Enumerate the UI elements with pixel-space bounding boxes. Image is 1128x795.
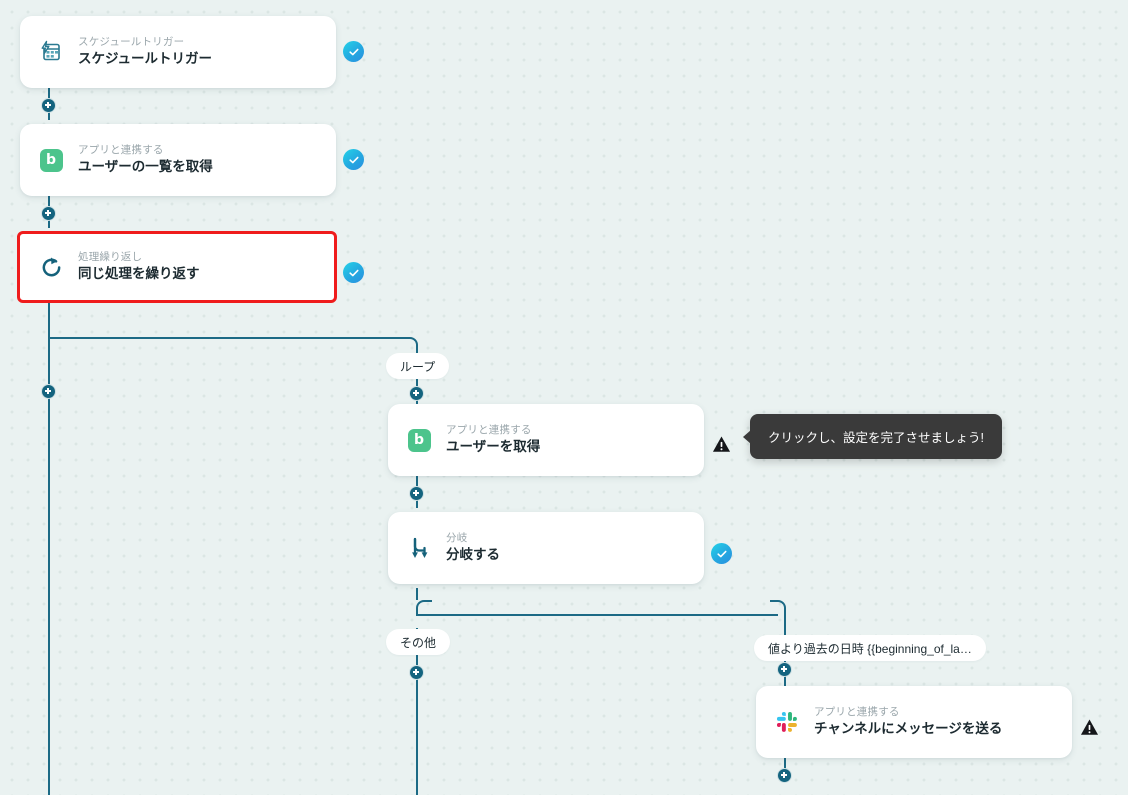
wire-loop-branch-horizontal xyxy=(48,337,410,339)
wire-condition-path xyxy=(784,614,786,636)
add-step-button-condition[interactable] xyxy=(777,662,792,677)
wire-branch-right-corner xyxy=(770,600,786,616)
node-schedule-trigger[interactable]: スケジュールトリガー スケジュールトリガー xyxy=(20,16,336,88)
node-title: チャンネルにメッセージを送る xyxy=(814,721,1003,737)
node-branch[interactable]: 分岐 分岐する xyxy=(388,512,704,584)
wire-other-path xyxy=(416,628,418,795)
edge-label-loop[interactable]: ループ xyxy=(386,353,450,379)
status-badge-warning-get-user[interactable] xyxy=(711,434,731,454)
node-title: ユーザーの一覧を取得 xyxy=(78,159,213,175)
node-slack-message[interactable]: アプリと連携する チャンネルにメッセージを送る xyxy=(756,686,1072,758)
node-title: ユーザーを取得 xyxy=(446,439,541,455)
add-step-button-3[interactable] xyxy=(41,384,56,399)
add-step-button-loop[interactable] xyxy=(409,386,424,401)
node-title: 同じ処理を繰り返す xyxy=(78,266,200,282)
edge-label-condition[interactable]: 値より過去の日時 {{beginning_of_la… xyxy=(754,635,986,661)
node-title: 分岐する xyxy=(446,547,500,563)
status-badge-ok-branch[interactable] xyxy=(711,543,732,564)
add-step-button-2[interactable] xyxy=(41,206,56,221)
node-subtitle: 処理繰り返し xyxy=(78,250,143,263)
calendar-bolt-icon xyxy=(38,39,64,65)
add-step-button-branch[interactable] xyxy=(409,486,424,501)
node-subtitle: スケジュールトリガー xyxy=(78,35,185,48)
branch-fork-icon xyxy=(406,535,432,561)
loop-refresh-icon xyxy=(38,254,64,280)
node-subtitle: アプリと連携する xyxy=(814,705,900,718)
app-icon-letter: b xyxy=(39,148,63,172)
status-badge-warning-slack-message[interactable] xyxy=(1079,717,1099,737)
node-get-user-list[interactable]: b アプリと連携する ユーザーの一覧を取得 xyxy=(20,124,336,196)
node-title: スケジュールトリガー xyxy=(78,51,213,67)
status-badge-ok-schedule-trigger[interactable] xyxy=(343,41,364,62)
slack-icon xyxy=(774,709,800,735)
wire-loop-spine xyxy=(48,303,50,795)
wire-branch-bus xyxy=(416,614,778,616)
app-b-icon: b xyxy=(38,147,64,173)
add-step-button-slack[interactable] xyxy=(777,768,792,783)
wire-loop-branch-corner xyxy=(402,337,418,357)
node-subtitle: アプリと連携する xyxy=(78,143,164,156)
edge-label-condition-text: 値より過去の日時 {{beginning_of_la… xyxy=(768,641,972,656)
app-b-icon: b xyxy=(406,427,432,453)
node-loop[interactable]: 処理繰り返し 同じ処理を繰り返す xyxy=(17,231,337,303)
setup-tooltip: クリックし、設定を完了させましょう! xyxy=(750,414,1002,459)
add-step-button-other[interactable] xyxy=(409,665,424,680)
wire-branch-left-corner xyxy=(416,600,432,616)
edge-label-other[interactable]: その他 xyxy=(386,629,451,655)
setup-tooltip-text: クリックし、設定を完了させましょう! xyxy=(768,431,984,445)
edge-label-other-text: その他 xyxy=(400,635,437,650)
status-badge-ok-loop[interactable] xyxy=(343,262,364,283)
status-badge-ok-get-user-list[interactable] xyxy=(343,149,364,170)
node-get-user[interactable]: b アプリと連携する ユーザーを取得 xyxy=(388,404,704,476)
edge-label-loop-text: ループ xyxy=(400,359,436,374)
add-step-button-1[interactable] xyxy=(41,98,56,113)
wire-branch-down xyxy=(416,588,418,600)
app-icon-letter: b xyxy=(407,428,431,452)
node-subtitle: アプリと連携する xyxy=(446,423,532,436)
node-subtitle: 分岐 xyxy=(446,531,468,544)
